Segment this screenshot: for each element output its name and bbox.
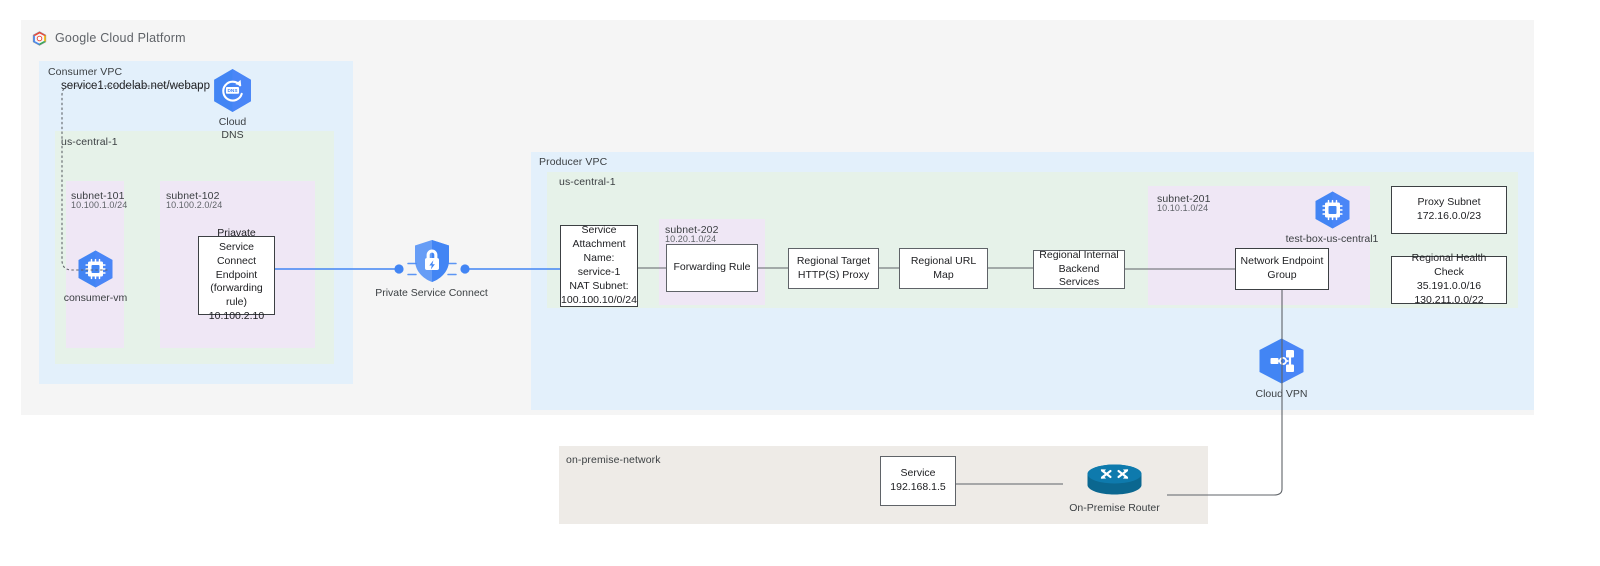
regional-target-proxy-line1: Regional Target [796, 254, 871, 267]
service-attachment-box[interactable]: Service Attachment Name: service-1 NAT S… [560, 224, 638, 307]
regional-health-check-line2: 35.191.0.0/16 [1416, 280, 1482, 292]
on-premise-router-icon [1085, 463, 1144, 499]
service-attachment-line4: NAT Subnet: [569, 279, 629, 292]
service-attachment-line2: Attachment [572, 238, 626, 251]
test-box-vm-node[interactable]: test-box-us-central1 [1284, 190, 1380, 246]
gcp-brand-label: Google Cloud Platform [55, 31, 186, 45]
consumer-vm-node[interactable]: consumer-vm [64, 249, 127, 305]
regional-backend-services-line2: Backend Services [1058, 262, 1100, 289]
service-attachment-line1: Service [581, 224, 617, 237]
compute-engine-vm-icon [75, 249, 116, 289]
subnet-202-cidr: 10.20.1.0/24 [665, 234, 717, 244]
regional-backend-services-line1: Regional Internal [1039, 248, 1119, 261]
on-premise-router-node[interactable]: On-Premise Router [1062, 463, 1167, 515]
private-service-connect-shield-icon [410, 238, 454, 284]
psc-endpoint-box[interactable]: Priavate Service Connect Endpoint (forwa… [198, 227, 275, 322]
cloud-vpn-caption: Cloud VPN [1255, 388, 1308, 400]
psc-endpoint-line2: Connect Endpoint [215, 254, 258, 281]
forwarding-rule-label: Forwarding Rule [673, 261, 751, 274]
proxy-subnet-line2: 172.16.0.0/23 [1416, 210, 1482, 222]
google-cloud-hexagon-logo-icon [31, 30, 48, 47]
consumer-vpc-label: Consumer VPC [48, 66, 123, 78]
regional-health-check-box[interactable]: Regional Health Check 35.191.0.0/16 130.… [1391, 252, 1507, 306]
regional-backend-services-box[interactable]: Regional Internal Backend Services [1033, 248, 1125, 289]
psc-endpoint-line1: Priavate Service [217, 227, 256, 253]
regional-health-check-line3: 130.211.0.0/22 [1414, 293, 1484, 306]
proxy-subnet-line1: Proxy Subnet [1417, 196, 1481, 209]
proxy-subnet-box[interactable]: Proxy Subnet 172.16.0.0/23 [1391, 186, 1507, 234]
regional-target-proxy-line2: HTTP(S) Proxy [797, 268, 870, 281]
service-attachment-line5: 100.100.10/0/24 [561, 293, 637, 306]
network-endpoint-group-box[interactable]: Network Endpoint Group [1235, 248, 1329, 290]
cloud-dns-caption-line2: DNS [221, 129, 244, 142]
service-attachment-line3: Name: service-1 [577, 252, 621, 278]
on-premise-network-label: on-premise-network [566, 454, 661, 466]
on-premise-service-box[interactable]: Service 192.168.1.5 [880, 456, 956, 506]
cloud-dns-icon: DNS [212, 68, 253, 113]
regional-health-check-line1: Regional Health Check [1411, 252, 1487, 279]
private-service-connect-caption: Private Service Connect [375, 287, 488, 299]
private-service-connect-node[interactable]: Private Service Connect [375, 238, 488, 300]
cloud-dns-caption-line1: Cloud [218, 116, 247, 128]
psc-endpoint-line4: 10.100.2.10 [208, 310, 265, 323]
consumer-region-label: us-central-1 [61, 136, 118, 148]
forwarding-rule-box[interactable]: Forwarding Rule [666, 244, 758, 292]
producer-vpc-label: Producer VPC [539, 156, 608, 168]
on-premise-service-line1: Service [900, 467, 936, 480]
regional-url-map-box[interactable]: Regional URL Map [899, 248, 988, 289]
svg-text:DNS: DNS [228, 88, 238, 93]
psc-endpoint-line3: (forwarding rule) [210, 282, 263, 309]
brand-platform: Platform [137, 31, 186, 45]
subnet-202-name: subnet-202 [665, 224, 719, 236]
subnet-101-cidr: 10.100.1.0/24 [71, 200, 128, 210]
subnet-201-name: subnet-201 [1157, 193, 1211, 205]
gcp-brand-header: Google Cloud Platform [31, 27, 186, 49]
producer-region-label: us-central-1 [559, 176, 616, 188]
cloud-vpn-icon [1255, 337, 1308, 385]
on-premise-router-caption: On-Premise Router [1069, 502, 1160, 514]
cloud-vpn-node[interactable]: Cloud VPN [1255, 337, 1308, 401]
on-premise-service-line2: 192.168.1.5 [890, 481, 946, 493]
dns-hostname-label: service1.codelab.net/webapp [61, 80, 210, 92]
regional-url-map-label: Regional URL Map [910, 254, 977, 281]
subnet-102-cidr: 10.100.2.0/24 [166, 200, 223, 210]
consumer-vm-caption: consumer-vm [63, 292, 128, 304]
network-endpoint-group-line2: Group [1267, 269, 1297, 281]
test-box-vm-caption: test-box-us-central1 [1285, 233, 1379, 245]
subnet-201-cidr: 10.10.1.0/24 [1157, 203, 1209, 213]
brand-cloud: Cloud [100, 31, 134, 45]
regional-target-proxy-box[interactable]: Regional Target HTTP(S) Proxy [788, 248, 879, 289]
compute-engine-vm-icon [1312, 190, 1353, 230]
network-endpoint-group-line1: Network Endpoint [1240, 255, 1324, 268]
brand-google: Google [55, 31, 97, 45]
